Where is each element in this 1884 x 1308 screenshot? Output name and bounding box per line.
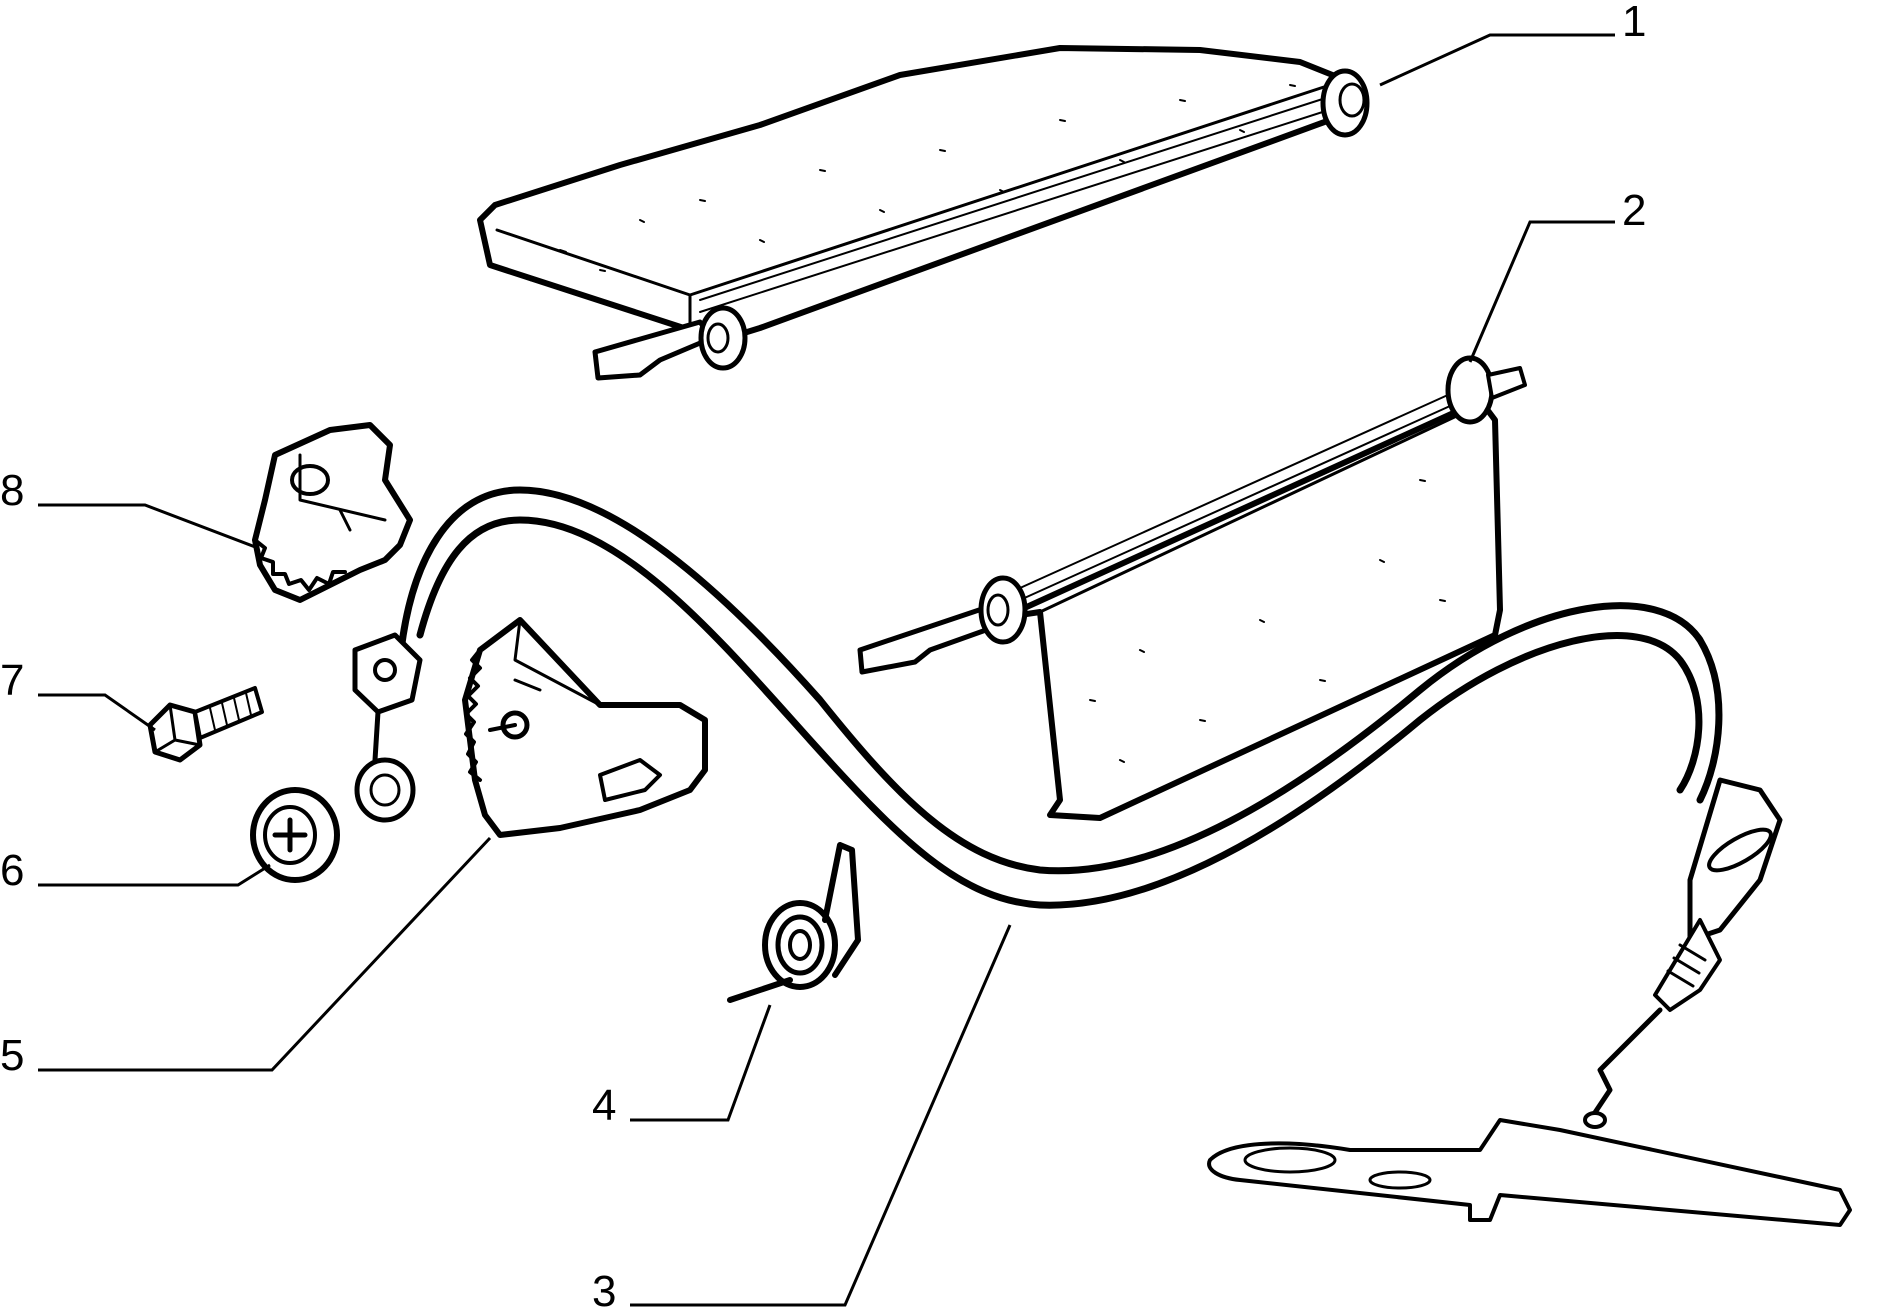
control-cable: [352, 486, 1852, 1227]
leader-1: [1379, 33, 1615, 87]
callout-8: 8: [0, 466, 24, 515]
hex-bolt: [147, 686, 264, 763]
leader-6: [38, 863, 271, 887]
leader-lines: [38, 33, 1615, 1307]
torsion-spring: [727, 842, 861, 1003]
leader-8: [38, 503, 259, 550]
callout-3: 3: [592, 1267, 616, 1308]
flap-panel-upper: [477, 45, 1370, 381]
leader-2: [1468, 220, 1615, 363]
callout-1: 1: [1622, 0, 1646, 46]
leader-4: [630, 1004, 772, 1122]
toothed-sector-lever: [462, 617, 708, 838]
callout-6: 6: [0, 846, 24, 895]
leader-3: [630, 924, 1012, 1307]
flap-panel-lower: [857, 355, 1527, 821]
leader-7: [38, 693, 156, 732]
phillips-screw: [250, 787, 340, 883]
toothed-sector-cover: [252, 422, 413, 603]
leader-5: [38, 836, 492, 1072]
callout-5: 5: [0, 1031, 24, 1080]
callout-2: 2: [1622, 186, 1646, 235]
callout-labels: 1 2 3 4 5 6 7 8: [0, 0, 1646, 1308]
callout-4: 4: [592, 1081, 616, 1130]
callout-7: 7: [0, 656, 24, 705]
